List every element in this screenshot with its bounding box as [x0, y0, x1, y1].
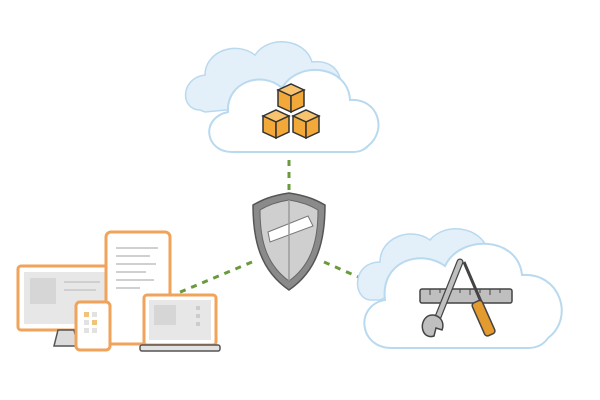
shield-icon — [252, 192, 326, 291]
laptop-device — [139, 293, 221, 352]
connectors — [177, 160, 389, 295]
aws-cloud — [184, 41, 380, 153]
tools-cloud — [356, 228, 563, 349]
phone-device — [74, 300, 112, 352]
devices-icon — [16, 230, 221, 352]
shield-band — [267, 215, 314, 243]
connector-shield-to-devices — [177, 260, 253, 295]
aws-cubes-icon — [261, 83, 321, 140]
tools-icon — [419, 258, 513, 338]
